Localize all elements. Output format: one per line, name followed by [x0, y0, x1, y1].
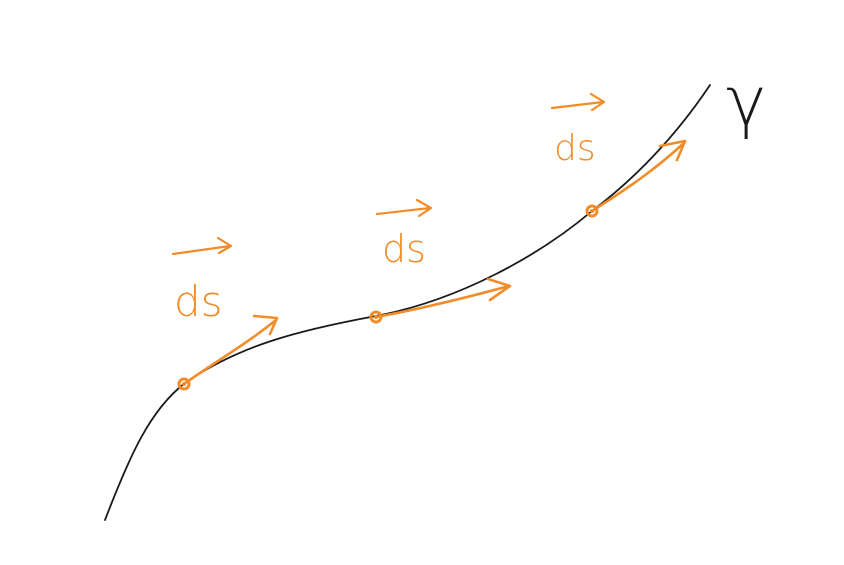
label-ds-3: ds [554, 128, 596, 169]
curve-label-gamma: γ [726, 63, 766, 142]
tangent-vector-2: ds [369, 198, 512, 324]
label-overline-arrow-2 [375, 198, 433, 218]
point-marker-1 [177, 377, 191, 391]
arrow-shaft-3 [590, 140, 687, 213]
arrow-head-3 [658, 139, 687, 162]
label-overline-arrow-3 [550, 92, 606, 112]
point-marker-3 [585, 204, 599, 218]
arrow-head-1 [252, 314, 279, 336]
label-overline-arrow-1 [171, 236, 233, 256]
label-ds-1: ds [174, 277, 223, 326]
tangent-vector-1: ds [171, 236, 279, 391]
label-ds-2: ds [382, 227, 426, 271]
arrow-shaft-1 [182, 318, 278, 386]
tangent-vector-3: ds [550, 92, 687, 218]
arrow-head-2 [486, 277, 512, 302]
arrow-shaft-2 [374, 284, 511, 319]
